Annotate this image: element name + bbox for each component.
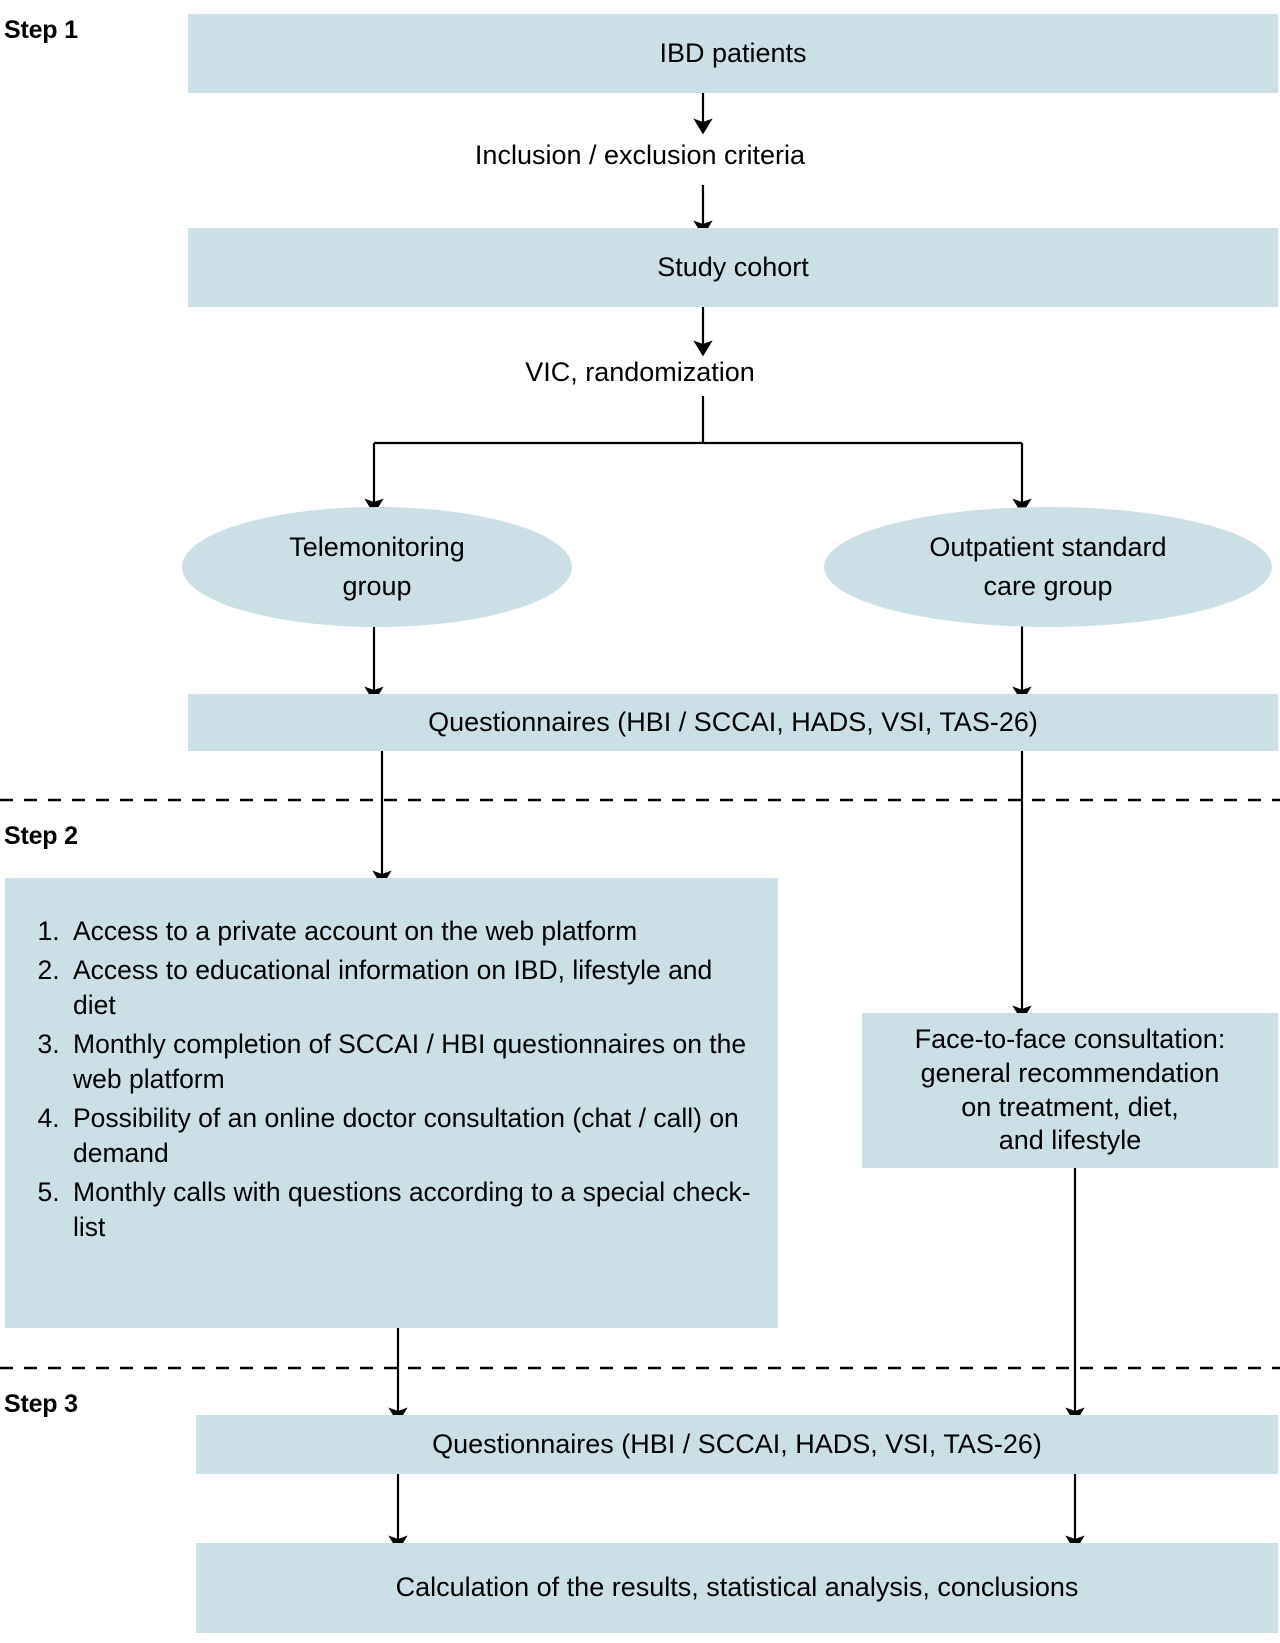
step-label-2: Step 2 <box>4 822 78 850</box>
list-item: Possibility of an online doctor consulta… <box>67 1101 760 1172</box>
telemonitoring-actions-list: Access to a private account on the web p… <box>27 914 760 1246</box>
list-item: Access to a private account on the web p… <box>67 914 760 950</box>
node-outpatient-standard-care-group: Outpatient standard care group <box>824 507 1272 627</box>
edge-label-inclusion-exclusion: Inclusion / exclusion criteria <box>474 140 806 170</box>
edge-label-vic-randomization: VIC, randomization <box>525 357 755 387</box>
node-telemonitoring-actions: Access to a private account on the web p… <box>5 878 778 1328</box>
list-item: Access to educational information on IBD… <box>67 953 760 1024</box>
node-study-cohort: Study cohort <box>188 228 1278 307</box>
telemonitoring-group-line-1: Telemonitoring <box>289 531 465 562</box>
node-ibd-patients: IBD patients <box>188 14 1278 93</box>
node-calculation-results: Calculation of the results, statistical … <box>196 1543 1278 1633</box>
face-to-face-line-4: and lifestyle <box>998 1125 1142 1156</box>
list-item: Monthly completion of SCCAI / HBI questi… <box>67 1027 760 1098</box>
node-questionnaires-step3: Questionnaires (HBI / SCCAI, HADS, VSI, … <box>196 1415 1278 1474</box>
outpatient-group-line-1: Outpatient standard <box>929 531 1167 562</box>
face-to-face-line-3: on treatment, diet, <box>961 1091 1179 1122</box>
telemonitoring-group-line-2: group <box>342 571 412 601</box>
node-face-to-face-consultation: Face-to-face consultation: general recom… <box>862 1013 1278 1168</box>
step-label-1: Step 1 <box>4 16 78 44</box>
node-telemonitoring-group: Telemonitoring group <box>182 507 572 627</box>
step-label-3: Step 3 <box>4 1390 78 1418</box>
face-to-face-line-2: general recommendation <box>920 1057 1220 1088</box>
face-to-face-line-1: Face-to-face consultation: <box>914 1024 1226 1054</box>
outpatient-group-line-2: care group <box>983 571 1113 601</box>
node-questionnaires-step1: Questionnaires (HBI / SCCAI, HADS, VSI, … <box>188 694 1278 751</box>
list-item: Monthly calls with questions according t… <box>67 1175 760 1246</box>
